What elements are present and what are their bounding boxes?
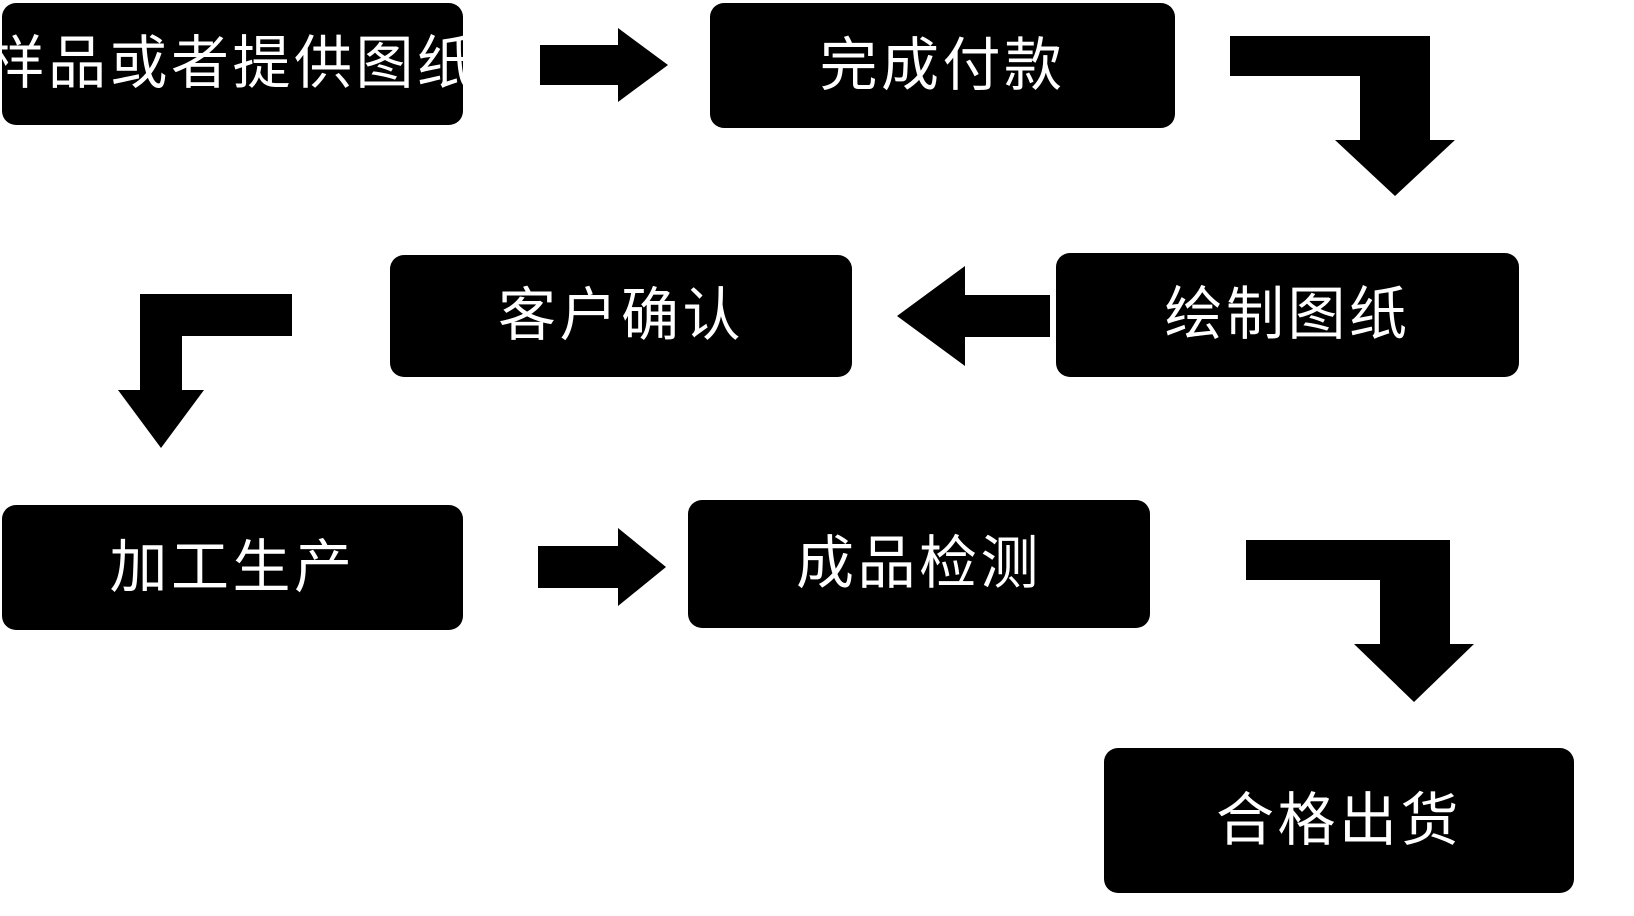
- node-label: 样品或者提供图纸: [0, 31, 479, 97]
- arrow-payment-to-drawing: [1230, 36, 1455, 196]
- arrow-production-to-inspection: [538, 528, 666, 606]
- node-qualified-shipment[interactable]: 合格出货: [1104, 748, 1574, 893]
- node-label: 客户确认: [498, 283, 744, 349]
- node-production[interactable]: 加工生产: [2, 505, 463, 630]
- arrow-inspection-to-shipment: [1246, 540, 1474, 702]
- node-label: 绘制图纸: [1164, 282, 1411, 348]
- node-sample-or-drawing[interactable]: 样品或者提供图纸: [0, 3, 475, 125]
- arrow-drawing-to-confirm: [897, 266, 1050, 366]
- node-label: 合格出货: [1216, 787, 1462, 853]
- node-complete-payment[interactable]: 完成付款: [710, 3, 1175, 128]
- arrow-sample-to-payment: [540, 28, 668, 102]
- arrow-confirm-to-production: [118, 294, 292, 448]
- node-customer-confirm[interactable]: 客户确认: [390, 255, 852, 377]
- node-label: 加工生产: [109, 534, 356, 600]
- node-final-inspection[interactable]: 成品检测: [688, 500, 1150, 628]
- node-draw-drawing[interactable]: 绘制图纸: [1056, 253, 1519, 377]
- node-label: 完成付款: [819, 32, 1066, 98]
- node-label: 成品检测: [796, 531, 1042, 597]
